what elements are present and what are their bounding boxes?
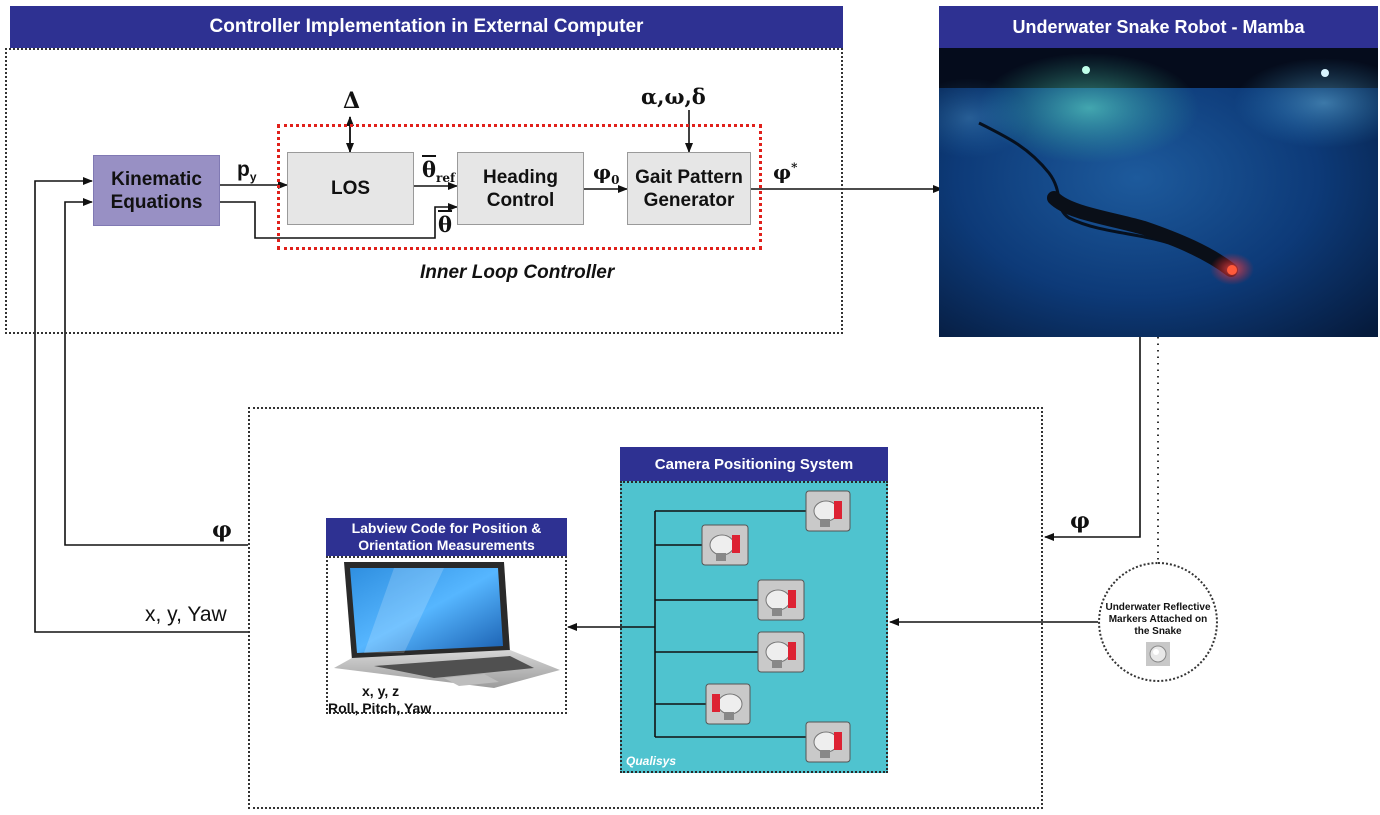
symbol-theta-ref: θref (422, 157, 456, 186)
arrow-phi-kin (64, 198, 248, 546)
measurement-frame (248, 407, 1043, 809)
camera-icon-6 (805, 721, 851, 763)
camera-icons (701, 490, 851, 763)
camera-title: Camera Positioning System (654, 455, 854, 473)
labview-header: Labview Code for Position & Orientation … (326, 518, 567, 556)
symbol-delta: Δ (343, 88, 361, 114)
camera-icon-1 (805, 490, 851, 532)
symbol-alpha-omega-delta: α,ω,δ (641, 84, 706, 109)
inner-loop-frame (277, 124, 762, 250)
symbol-phi-star: φ* (773, 160, 798, 184)
feedback-xyyaw-label: x, y, Yaw (145, 603, 227, 626)
kinematic-equations-block: Kinematic Equations (93, 155, 220, 226)
markers-label: Underwater Reflective Markers Attached o… (1105, 602, 1211, 637)
symbol-phi0: φ0 (593, 160, 620, 187)
laptop-icon (334, 562, 560, 688)
snake-robot-photo (939, 48, 1378, 337)
robot-header: Underwater Snake Robot - Mamba (939, 6, 1378, 48)
labview-frame (326, 556, 567, 714)
los-block: LOS (287, 152, 414, 225)
camera-icon-5 (705, 683, 751, 725)
labview-title: Labview Code for Position & Orientation … (351, 520, 542, 553)
arrow-xyyaw-kin (34, 177, 248, 633)
inner-loop-label: Inner Loop Controller (420, 262, 615, 283)
camera-icon-3 (757, 579, 805, 621)
feedback-phi-label: φ (212, 517, 232, 543)
reflective-marker-icon (1146, 642, 1170, 666)
camera-icon-4 (757, 631, 805, 673)
camera-icon-2 (701, 524, 749, 566)
camera-tree (620, 490, 851, 763)
controller-frame (5, 48, 843, 334)
robot-title: Underwater Snake Robot - Mamba (1012, 16, 1305, 37)
qualisys-brand: Qualisys (626, 754, 677, 768)
symbol-py: py (237, 158, 257, 185)
controller-header: Controller Implementation in External Co… (10, 6, 843, 48)
robot-phi-label: φ (1070, 508, 1090, 534)
labview-readout-xyz: x, y, z (362, 683, 400, 699)
symbol-theta: θ (438, 212, 453, 237)
camera-header: Camera Positioning System (620, 447, 888, 481)
gait-pattern-generator-block: Gait Pattern Generator (627, 152, 751, 225)
controller-title: Controller Implementation in External Co… (209, 16, 644, 37)
labview-readout-rpy: Roll, Pitch, Yaw (328, 700, 432, 716)
arrow-kin-heading (220, 201, 458, 239)
arrow-robot-phi (1044, 337, 1141, 541)
heading-control-block: Heading Control (457, 152, 584, 225)
